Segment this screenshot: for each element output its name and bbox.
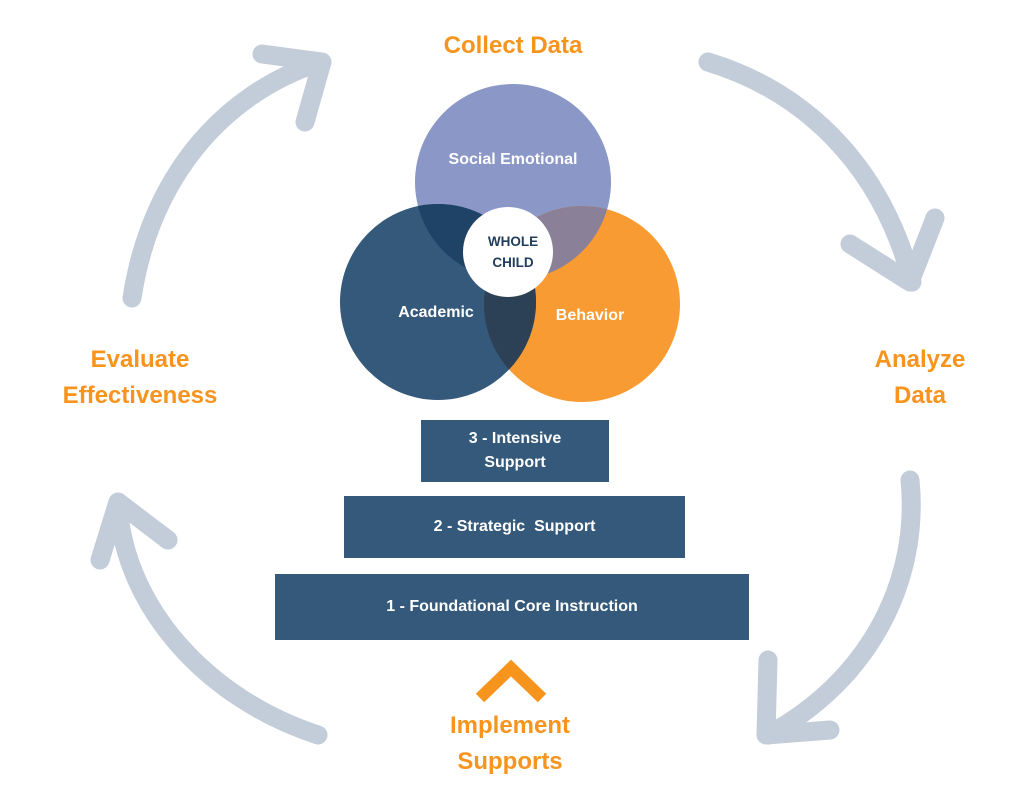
stage-label-line: Supports	[457, 748, 563, 775]
stage-label-line: Data	[893, 382, 947, 409]
curved-arrow-icon-top-right	[698, 52, 945, 292]
curved-arrow-icon-top-left	[122, 44, 332, 308]
chevron-up-icon	[475, 659, 547, 703]
venn-label-social-emotional: Social Emotional	[448, 151, 578, 168]
tier-label-line: 2 - Strategic Support	[433, 518, 596, 535]
venn-label-academic: Academic	[398, 304, 474, 321]
stage-label-implement-supports: Implement Supports	[420, 708, 600, 780]
tier-1-foundational-core: 1 - Foundational Core Instruction	[275, 574, 749, 640]
whole-child-line: WHOLE	[487, 234, 539, 249]
tier-3-intensive-support: 3 - Intensive Support	[421, 420, 609, 482]
whole-child-line: CHILD	[492, 255, 534, 270]
venn-label-behavior: Behavior	[555, 307, 625, 324]
stage-label-line: Evaluate	[90, 346, 190, 373]
stage-label-analyze-data: Analyze Data	[852, 342, 988, 414]
tier-label-line: 3 - Intensive	[468, 430, 562, 447]
stage-label-collect-data: Collect Data	[413, 28, 613, 64]
stage-label-line: Effectiveness	[62, 382, 218, 409]
curved-arrow-icon-bottom-left	[90, 492, 328, 745]
venn-overlap-social-behavior	[484, 206, 611, 280]
whole-child-label: WHOLE CHILD	[468, 231, 558, 273]
stage-label-line: Analyze	[874, 346, 966, 373]
tier-2-strategic-support: 2 - Strategic Support	[344, 496, 685, 558]
tier-label-line: 1 - Foundational Core Instruction	[386, 598, 638, 615]
tier-label-line: Support	[484, 454, 546, 471]
stage-label-line: Collect Data	[443, 32, 583, 59]
curved-arrow-icon-bottom-right	[756, 470, 921, 745]
stage-label-line: Implement	[449, 712, 571, 739]
stage-label-evaluate-effectiveness: Evaluate Effectiveness	[40, 342, 240, 414]
venn-diagram	[340, 84, 680, 402]
whole-child-circle	[463, 207, 553, 297]
